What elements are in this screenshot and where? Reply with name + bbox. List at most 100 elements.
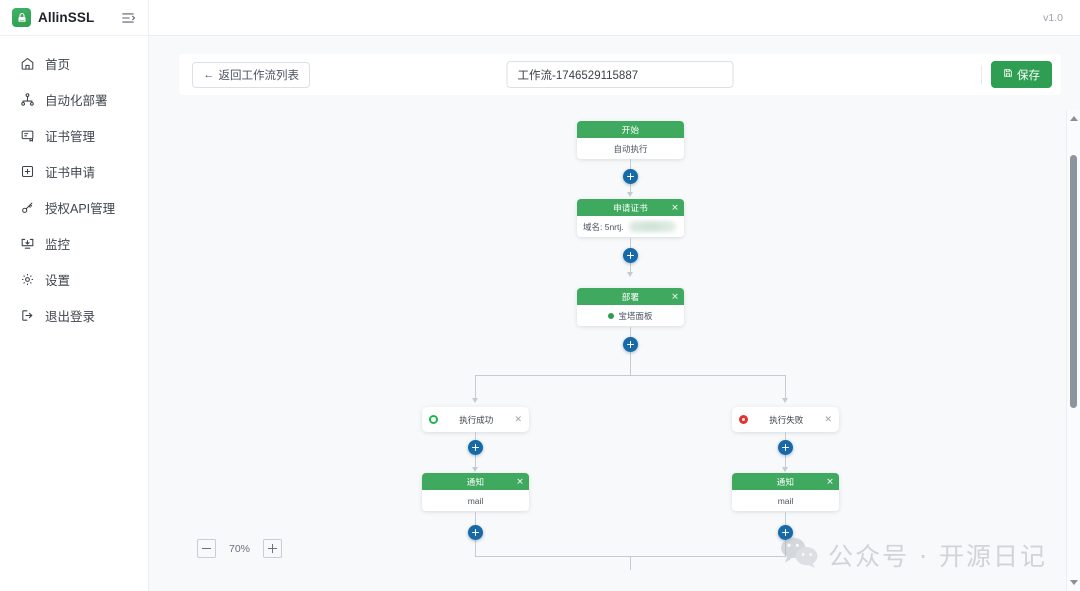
sidebar-item-logout[interactable]: 退出登录 [0, 297, 148, 333]
add-node-button-6[interactable] [468, 525, 483, 540]
edge-branch-split [475, 375, 786, 376]
edge-arrow [472, 467, 478, 472]
condition-label: 执行成功 [459, 414, 494, 425]
redacted-domain-blur [628, 221, 676, 232]
zoom-level-label: 70% [229, 542, 251, 555]
flow-node-start[interactable]: 开始 自动执行 [577, 121, 684, 159]
key-icon [20, 200, 35, 215]
add-node-button-5[interactable] [778, 440, 793, 455]
brand-name: AllinSSL [38, 10, 95, 25]
node-header: 开始 [577, 121, 684, 138]
toolbar-right-group: 保存 [981, 61, 1052, 88]
edge-branch-right [785, 375, 786, 400]
monitor-icon [20, 236, 35, 251]
flow-node-notify-failure[interactable]: 通知 ✕ mail [732, 473, 839, 511]
back-button-label: 返回工作流列表 [218, 69, 300, 82]
home-icon [20, 56, 35, 71]
node-title: 通知 [776, 476, 795, 487]
sidebar: AllinSSL 首页 [0, 0, 149, 591]
sidebar-item-label: 退出登录 [45, 309, 96, 324]
zoom-controls: 70% [197, 539, 283, 558]
save-button[interactable]: 保存 [991, 61, 1052, 88]
save-disk-icon [1003, 68, 1013, 81]
main-region: v1.0 ← 返回工作流列表 [149, 0, 1080, 591]
zoom-in-button[interactable] [263, 539, 283, 558]
sidebar-item-label: 监控 [45, 237, 71, 252]
sidebar-item-auto-deploy[interactable]: 自动化部署 [0, 81, 148, 117]
condition-label: 执行失败 [769, 414, 804, 425]
add-node-button-3[interactable] [623, 337, 638, 352]
add-node-button-2[interactable] [623, 248, 638, 263]
node-body-text: 宝塔面板 [618, 310, 653, 321]
menu-fold-icon[interactable] [119, 9, 137, 27]
sidebar-nav: 首页 自动化部署 [0, 36, 148, 333]
edge-arrow [782, 467, 788, 472]
node-body-text: mail [777, 495, 794, 506]
node-body: 宝塔面板 [577, 305, 684, 326]
sidebar-header: AllinSSL [0, 0, 148, 36]
edge-arrow [627, 272, 633, 277]
edge-arrow [627, 192, 633, 197]
add-node-button-7[interactable] [778, 525, 793, 540]
sidebar-item-monitor[interactable]: 监控 [0, 225, 148, 261]
provider-dot-icon [608, 312, 615, 319]
flow-node-deploy[interactable]: 部署 ✕ 宝塔面板 [577, 288, 684, 326]
sidebar-item-settings[interactable]: 设置 [0, 261, 148, 297]
caret-down-icon[interactable] [1069, 580, 1078, 585]
close-icon[interactable]: ✕ [514, 414, 522, 424]
edge-branch-left [475, 375, 476, 400]
flow-node-condition-failure[interactable]: 执行失败 ✕ [732, 407, 839, 432]
toolbar-wrapper: ← 返回工作流列表 保存 [149, 36, 1080, 95]
node-title: 部署 [621, 291, 640, 302]
add-node-button-1[interactable] [623, 169, 638, 184]
sidebar-item-label: 首页 [45, 57, 71, 72]
top-bar: v1.0 [149, 0, 1080, 36]
edge-merge-out [630, 556, 631, 570]
node-body-text: mail [467, 495, 484, 506]
zoom-out-button[interactable] [197, 539, 216, 558]
edge-arrow [472, 398, 478, 403]
flow-node-notify-success[interactable]: 通知 ✕ mail [422, 473, 529, 511]
node-body: mail [732, 490, 839, 511]
save-button-label: 保存 [1017, 69, 1040, 82]
version-label: v1.0 [1043, 11, 1063, 24]
close-icon[interactable]: ✕ [516, 476, 524, 486]
node-body-text: 自动执行 [613, 143, 648, 154]
add-node-button-4[interactable] [468, 440, 483, 455]
caret-up-icon[interactable] [1069, 116, 1078, 121]
node-body: 自动执行 [577, 138, 684, 159]
plus-square-icon [20, 164, 35, 179]
certificate-icon [20, 128, 35, 143]
close-icon[interactable]: ✕ [824, 414, 832, 424]
node-body-text: 域名: 5nrtj. [583, 221, 624, 232]
sidebar-item-label: 证书申请 [45, 165, 96, 180]
back-to-workflow-list-button[interactable]: ← 返回工作流列表 [192, 61, 310, 88]
workflow-canvas[interactable]: 开始 自动执行 申请证书 ✕ 域名: 5n [179, 107, 1061, 591]
close-icon[interactable]: ✕ [671, 291, 679, 301]
sidebar-item-cert-manage[interactable]: 证书管理 [0, 117, 148, 153]
flow-graph: 开始 自动执行 申请证书 ✕ 域名: 5n [179, 107, 1061, 591]
node-body: 域名: 5nrtj. [577, 216, 684, 237]
flow-node-condition-success[interactable]: 执行成功 ✕ [422, 407, 529, 432]
close-icon[interactable]: ✕ [826, 476, 834, 486]
sidebar-item-label: 自动化部署 [45, 93, 108, 108]
node-body: mail [422, 490, 529, 511]
scroll-thumb[interactable] [1070, 155, 1077, 408]
sidebar-item-home[interactable]: 首页 [0, 45, 148, 81]
logout-icon [20, 308, 35, 323]
node-title: 通知 [466, 476, 485, 487]
edge-arrow [782, 398, 788, 403]
sidebar-item-label: 设置 [45, 273, 71, 288]
node-header: 部署 ✕ [577, 288, 684, 305]
node-header: 通知 ✕ [422, 473, 529, 490]
vertical-scrollbar[interactable] [1066, 110, 1080, 591]
sidebar-item-api-auth[interactable]: 授权API管理 [0, 189, 148, 225]
gear-icon [20, 272, 35, 287]
sidebar-item-cert-apply[interactable]: 证书申请 [0, 153, 148, 189]
arrow-left-icon: ← [203, 68, 215, 81]
sidebar-item-label: 授权API管理 [45, 201, 116, 216]
workflow-name-input[interactable] [506, 61, 734, 88]
flow-node-apply-cert[interactable]: 申请证书 ✕ 域名: 5nrtj. [577, 199, 684, 237]
close-icon[interactable]: ✕ [671, 202, 679, 212]
